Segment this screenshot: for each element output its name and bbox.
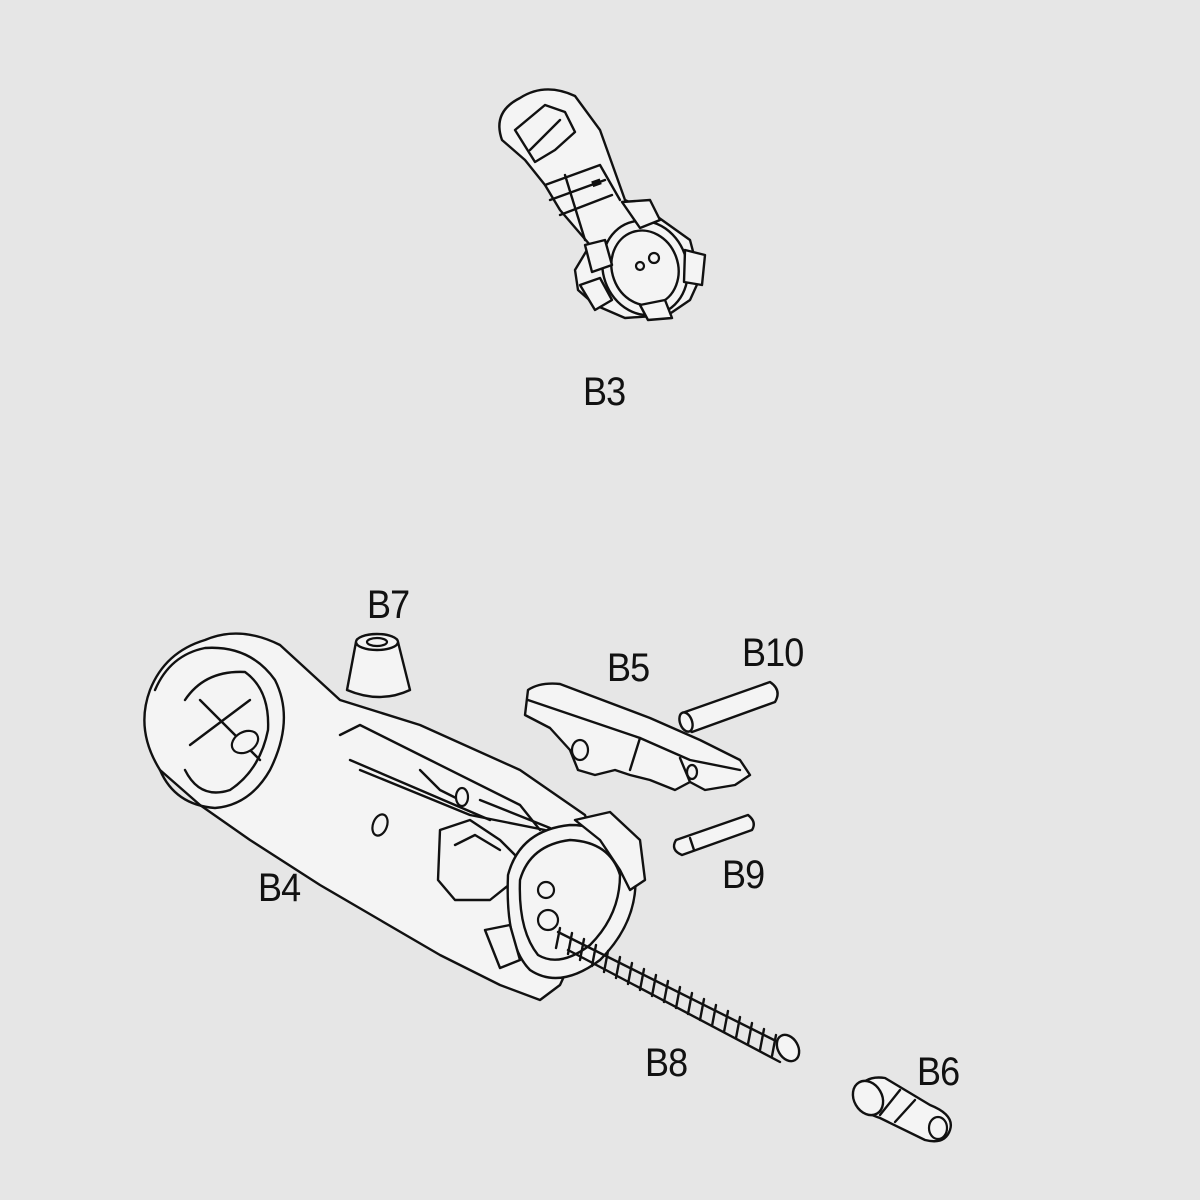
label-b7: B7 xyxy=(367,583,410,627)
label-b5: B5 xyxy=(607,646,650,690)
part-b7-cone xyxy=(345,632,412,699)
part-b5-extractor xyxy=(523,682,752,792)
label-b10: B10 xyxy=(742,631,804,675)
label-b8: B8 xyxy=(645,1041,688,1085)
part-b8-firing-pin xyxy=(554,926,801,1064)
label-b6: B6 xyxy=(917,1050,960,1094)
part-b4-bolt-carrier xyxy=(143,632,647,1002)
part-b3-bolt xyxy=(498,88,707,322)
label-b3: B3 xyxy=(583,370,626,414)
label-b4: B4 xyxy=(258,866,301,910)
part-b6-retainer xyxy=(851,1076,952,1143)
part-b9-pin xyxy=(672,813,755,857)
label-b9: B9 xyxy=(722,853,765,897)
part-b10-pin xyxy=(678,680,779,734)
